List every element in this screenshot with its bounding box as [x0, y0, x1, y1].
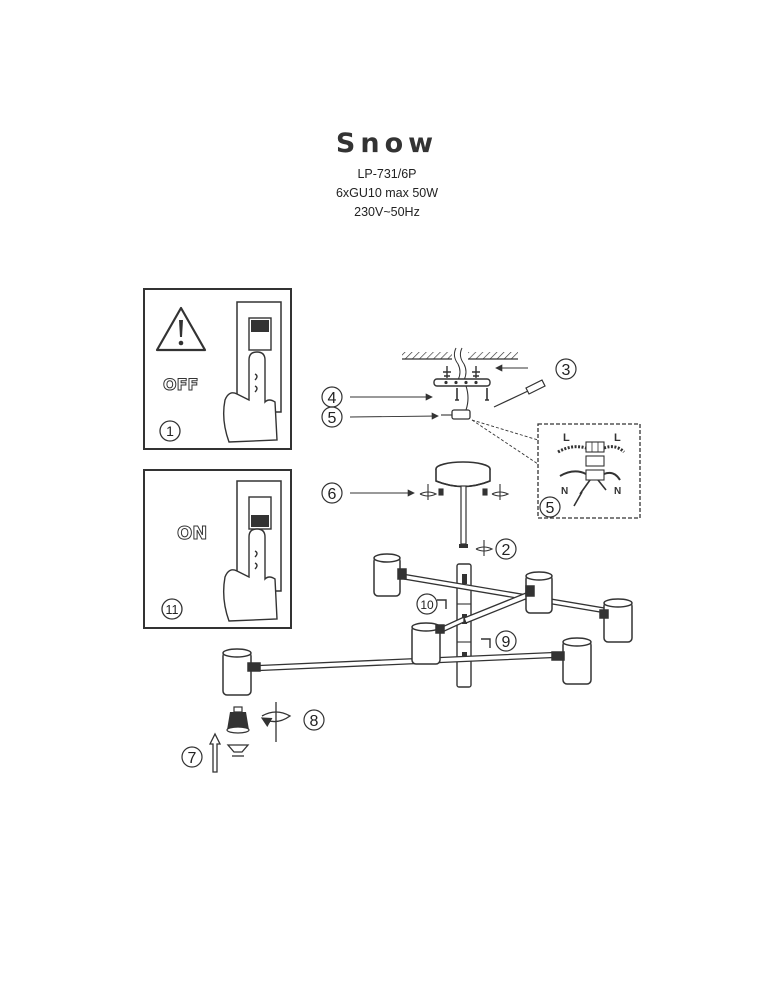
screwdriver-icon [493, 379, 546, 408]
joint-markers [437, 599, 491, 648]
step-1-number: 1 [166, 423, 174, 439]
off-label: OFF [163, 375, 198, 394]
lamp-head [373, 553, 407, 597]
hand-icon [222, 528, 278, 622]
insert-arrow [208, 732, 222, 773]
warning-icon [155, 306, 207, 352]
wiring-step-number: 5 [546, 500, 555, 517]
switch-on-panel: ON 11 [143, 469, 292, 629]
mounting-plate [433, 366, 491, 401]
switch-off-panel: OFF 1 [143, 288, 292, 450]
lamp-heads [222, 553, 633, 696]
canopy [435, 461, 491, 488]
step-4-number: 4 [328, 390, 337, 407]
switch-on-illustration: ON 11 [161, 480, 282, 622]
lamp-head [411, 622, 445, 665]
lamp-cup-icon [226, 744, 250, 757]
central-column [456, 563, 472, 688]
lamp-head [551, 637, 592, 685]
voltage-spec: 230V~50Hz [354, 205, 420, 219]
wiring-detail [537, 423, 641, 519]
switch-off-illustration: OFF 1 [155, 301, 282, 443]
model-number: LP-731/6P [357, 167, 417, 181]
step-5-number: 5 [328, 410, 337, 427]
step-6-number: 6 [328, 486, 337, 503]
live-label-right: L [614, 432, 621, 444]
hand-icon [222, 351, 278, 443]
lamp-head [599, 598, 633, 643]
gu10-bulb-icon [226, 706, 250, 734]
wire-connector [441, 385, 471, 420]
down-rod [459, 485, 494, 556]
callout-lines [349, 364, 539, 497]
rotate-icon [260, 702, 292, 742]
step-8-number: 8 [310, 713, 319, 730]
step-markers [181, 358, 577, 768]
live-label-left: L [563, 432, 570, 444]
step-11-marker [161, 598, 183, 620]
lamp-head [222, 648, 261, 696]
step-7-number: 7 [188, 750, 197, 767]
bulb-spec: 6xGU10 max 50W [335, 186, 439, 200]
step-11-number: 11 [166, 603, 179, 617]
ceiling [402, 347, 518, 381]
header: Snow LP-731/6P 6xGU10 max 50W 230V~50Hz [0, 128, 774, 222]
step-2-number: 2 [502, 542, 511, 559]
canopy-screws [419, 484, 510, 500]
neutral-label-left: N [561, 486, 568, 497]
product-title: Snow [335, 128, 439, 159]
on-label: ON [177, 523, 207, 544]
step-9-number: 9 [502, 634, 511, 651]
neutral-label-right: N [614, 486, 621, 497]
lamp-head [525, 571, 553, 614]
step-1-marker [159, 420, 181, 442]
step-10-number: 10 [420, 598, 434, 612]
step-3-number: 3 [562, 362, 571, 379]
